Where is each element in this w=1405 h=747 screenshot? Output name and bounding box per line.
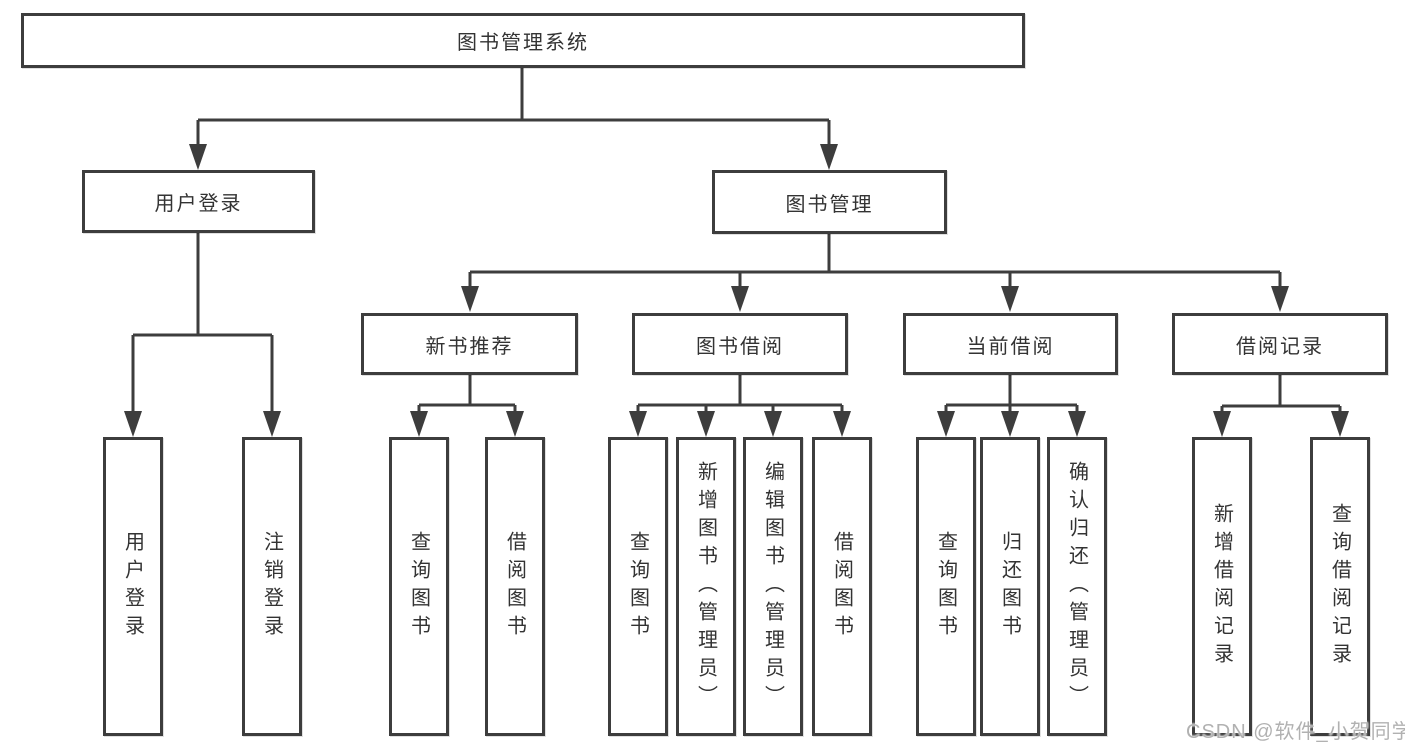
node-book-management: 图书管理: [712, 170, 947, 234]
arrow-icon: [937, 411, 955, 437]
node-book-borrow: 图书借阅: [632, 313, 848, 375]
leaf-borrow-books-recommend: 借阅图书: [485, 437, 545, 736]
leaf-confirm-return-admin: 确认归还（管理员）: [1047, 437, 1107, 736]
connector-root-to-level1: [196, 68, 831, 146]
connector-bookborrow-to-leaves: [636, 375, 844, 414]
arrow-icon: [1271, 286, 1289, 312]
arrow-icon: [1331, 411, 1349, 437]
node-borrow-records: 借阅记录: [1172, 313, 1388, 375]
leaf-query-books-borrow: 查询图书: [608, 437, 668, 736]
connector-borrowrecords-to-leaves: [1220, 375, 1342, 414]
arrow-icon: [1001, 411, 1019, 437]
arrow-icon: [410, 411, 428, 437]
connector-bookmgmt-to-level2: [468, 234, 1282, 290]
arrow-icon: [124, 411, 142, 437]
arrow-icon: [461, 286, 479, 312]
arrow-icon: [506, 411, 524, 437]
node-library-system: 图书管理系统: [21, 13, 1025, 68]
arrow-icon: [833, 411, 851, 437]
leaf-add-borrow-record: 新增借阅记录: [1192, 437, 1252, 736]
arrow-icon: [697, 411, 715, 437]
leaf-query-borrow-record: 查询借阅记录: [1310, 437, 1370, 736]
leaf-query-books-recommend: 查询图书: [389, 437, 449, 736]
arrow-icon: [263, 411, 281, 437]
leaf-add-books-admin: 新增图书（管理员）: [676, 437, 736, 736]
connector-userlogin-to-leaves: [131, 233, 274, 414]
arrow-icon: [189, 144, 207, 170]
node-current-borrow: 当前借阅: [903, 313, 1118, 375]
leaf-logout: 注销登录: [242, 437, 302, 736]
arrow-icon: [1213, 411, 1231, 437]
leaf-query-books-current: 查询图书: [916, 437, 976, 736]
arrow-icon: [820, 144, 838, 170]
connector-currentborrow-to-leaves: [944, 375, 1079, 414]
arrow-icon: [1001, 286, 1019, 312]
csdn-watermark: CSDN @软件_小贺同学: [1186, 721, 1405, 743]
connector-newbooks-to-leaves: [417, 375, 517, 414]
arrow-icon: [629, 411, 647, 437]
arrow-icon: [764, 411, 782, 437]
node-new-book-recommend: 新书推荐: [361, 313, 578, 375]
leaf-user-login: 用户登录: [103, 437, 163, 736]
node-user-login: 用户登录: [82, 170, 315, 233]
arrow-icon: [1068, 411, 1086, 437]
leaf-edit-books-admin: 编辑图书（管理员）: [743, 437, 803, 736]
leaf-return-books: 归还图书: [980, 437, 1040, 736]
leaf-borrow-books: 借阅图书: [812, 437, 872, 736]
arrow-icon: [731, 286, 749, 312]
